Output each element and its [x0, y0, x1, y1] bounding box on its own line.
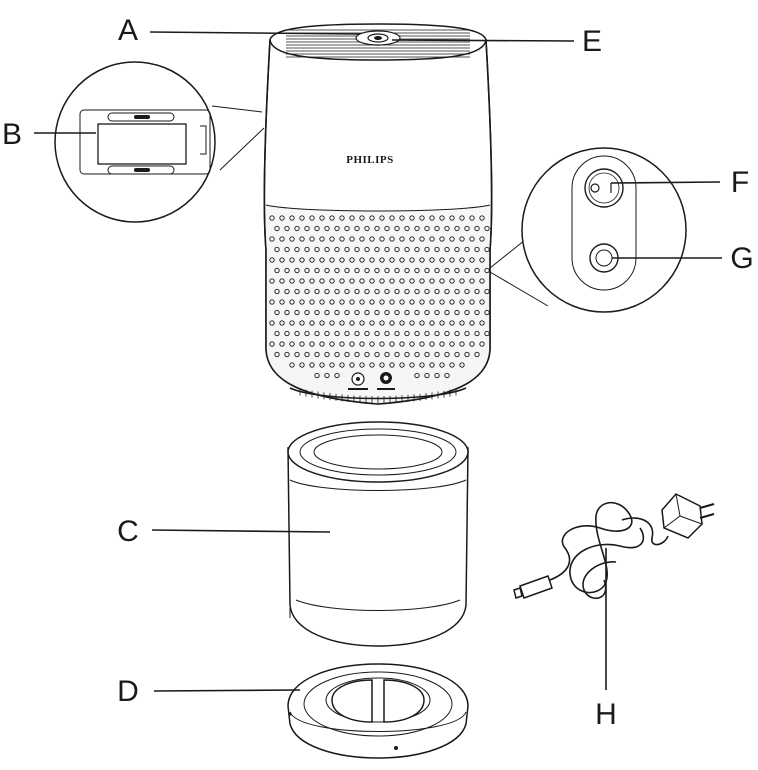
sensor-indicator	[355, 30, 401, 46]
leader-line-e	[391, 39, 575, 42]
brand-logo: PHILIPS	[346, 154, 394, 166]
callout-labels: A E B F G C D H	[2, 14, 754, 731]
purifier-main-unit: PHILIPS	[263, 23, 493, 405]
leader-line-c	[151, 529, 331, 533]
label-e: E	[582, 25, 602, 58]
grille-perforations	[269, 215, 490, 379]
base-plate	[287, 663, 469, 759]
label-f: F	[731, 166, 749, 199]
label-a: A	[118, 14, 138, 47]
front-controls	[348, 372, 395, 390]
label-d: D	[117, 675, 139, 708]
leader-line-d	[153, 689, 301, 692]
label-g: G	[730, 242, 753, 275]
zoom-detail-b	[54, 61, 265, 223]
leader-line-a	[149, 31, 361, 35]
power-adapter	[513, 493, 715, 600]
leader-line-f	[610, 181, 721, 184]
label-h: H	[595, 698, 617, 731]
label-b: B	[2, 118, 22, 151]
label-c: C	[117, 515, 139, 548]
filter-cartridge	[287, 421, 469, 647]
callout-lines	[34, 31, 722, 692]
zoom-detail-fg	[489, 147, 687, 313]
